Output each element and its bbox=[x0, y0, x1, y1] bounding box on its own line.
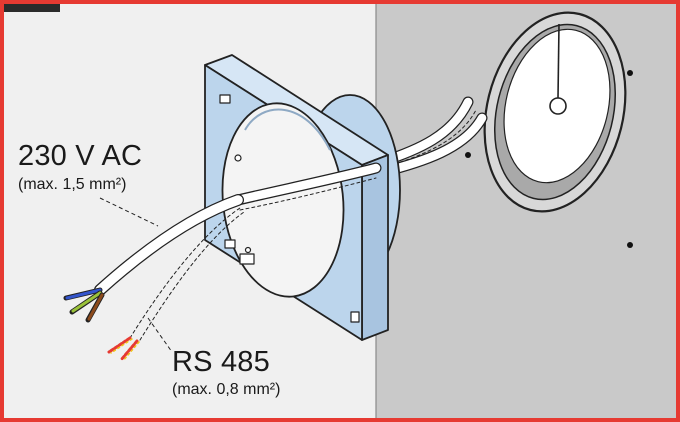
bus-cable bbox=[129, 207, 245, 341]
bus-cable-wires bbox=[107, 336, 140, 362]
mounting-frame bbox=[204, 54, 389, 341]
power-label-leader bbox=[99, 197, 159, 227]
cable-through-frame bbox=[232, 162, 382, 211]
wall-hole bbox=[627, 242, 633, 248]
bus-cable-spec: (max. 0,8 mm²) bbox=[172, 381, 281, 398]
power-cable-wires bbox=[63, 287, 105, 323]
bus-cable-label: RS 485 bbox=[172, 346, 270, 378]
power-cable bbox=[94, 194, 244, 296]
wall-box bbox=[483, 11, 627, 213]
power-cable-spec: (max. 1,5 mm²) bbox=[18, 176, 127, 193]
power-cable-label: 230 V AC bbox=[18, 140, 143, 172]
wall-hole bbox=[465, 152, 471, 158]
wall-hole bbox=[627, 70, 633, 76]
